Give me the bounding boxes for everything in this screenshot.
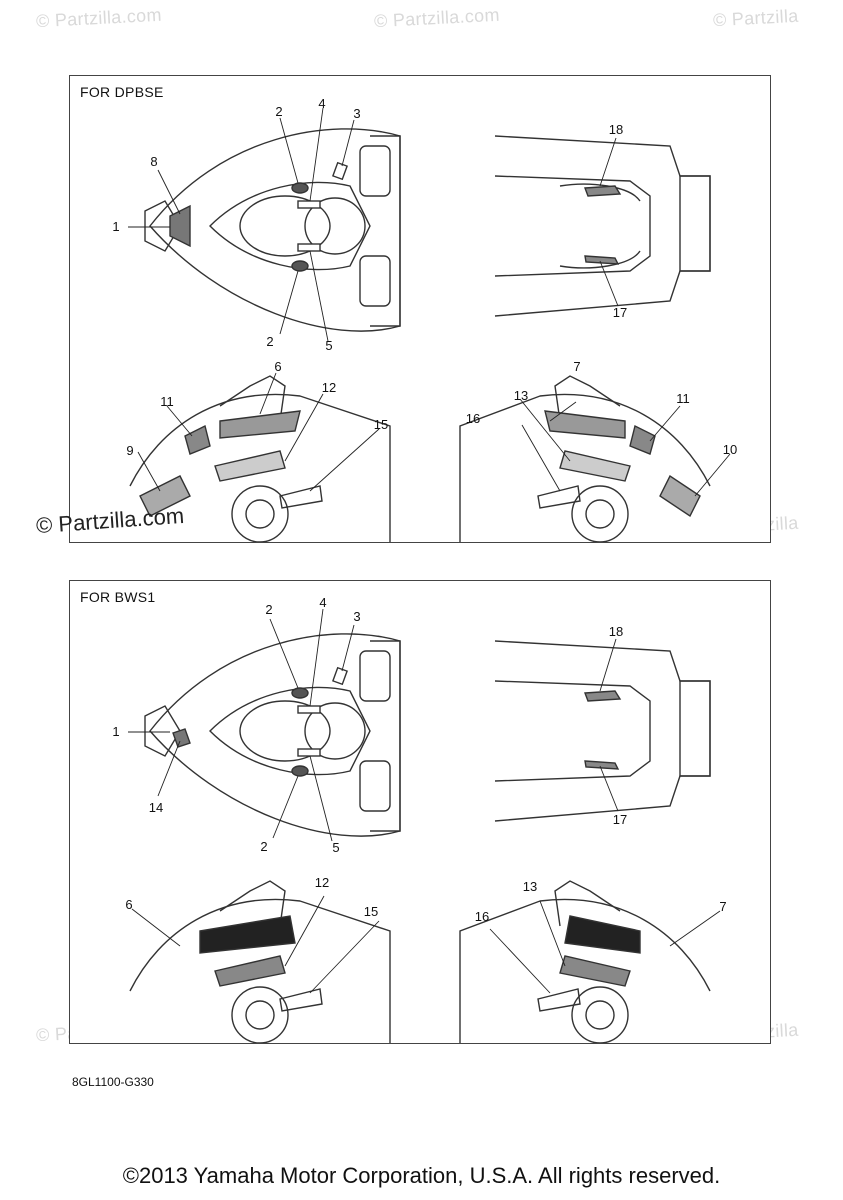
callout-label: 11: [676, 391, 690, 406]
callout-label: 11: [160, 394, 174, 409]
watermark: © Partzilla.com: [373, 4, 501, 32]
callout-label: 6: [125, 897, 133, 912]
reference-code: 8GL1100-G330: [72, 1075, 154, 1089]
callout-label: 17: [612, 305, 628, 320]
watermark: © Partzilla: [712, 5, 800, 31]
callout-label: 6: [274, 359, 282, 374]
callout-label: 17: [612, 812, 628, 827]
callout-label: 15: [373, 417, 389, 432]
callout-label: 2: [275, 104, 283, 119]
callout-label: 18: [608, 122, 624, 137]
callout-label: 13: [522, 879, 538, 894]
callout-label: 12: [314, 875, 330, 890]
callout-label: 1: [112, 219, 120, 234]
callout-label: 5: [332, 840, 340, 855]
callout-label: 14: [148, 800, 164, 815]
callout-label: 16: [474, 909, 490, 924]
callout-label: 18: [608, 624, 624, 639]
copyright-notice: ©2013 Yamaha Motor Corporation, U.S.A. A…: [122, 1163, 721, 1188]
callout-label: 4: [318, 96, 326, 111]
callout-label: 2: [265, 602, 273, 617]
callout-label: 3: [353, 106, 361, 121]
callout-label: 7: [573, 359, 581, 374]
callout-label: 5: [325, 338, 333, 353]
panel-title: FOR BWS1: [80, 589, 156, 605]
callout-label: 9: [126, 443, 134, 458]
diagram-panel-dpbse: FOR DPBSE: [69, 75, 771, 543]
callout-label: 2: [260, 839, 268, 854]
callout-label: 12: [321, 380, 337, 395]
callout-label: 13: [513, 388, 529, 403]
callout-label: 4: [319, 595, 327, 610]
panel-title: FOR DPBSE: [80, 84, 164, 100]
callout-label: 1: [112, 724, 120, 739]
callout-label: 16: [465, 411, 481, 426]
watermark: © Partzilla.com: [35, 4, 163, 32]
snowmobile-illustration-dpbse: [128, 107, 731, 542]
callout-label: 7: [719, 899, 727, 914]
diagram-panel-bws1: FOR BWS1: [69, 580, 771, 1044]
callout-label: 2: [266, 334, 274, 349]
callout-label: 3: [353, 609, 361, 624]
callout-label: 15: [363, 904, 379, 919]
callout-label: 8: [150, 154, 158, 169]
callout-label: 10: [722, 442, 738, 457]
snowmobile-illustration-bws1: [128, 608, 721, 1043]
